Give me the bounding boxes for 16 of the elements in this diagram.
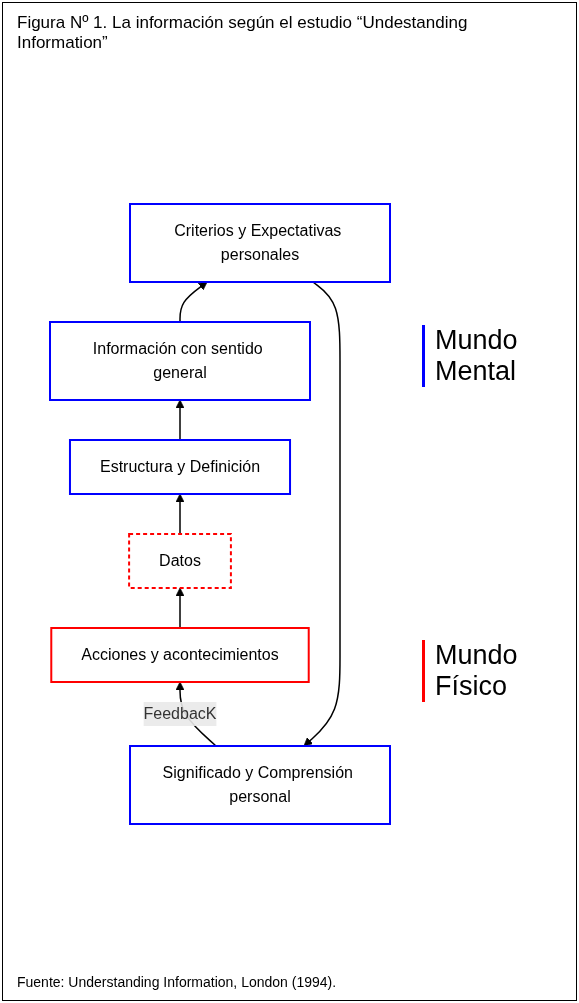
group-label: Mundo Físico bbox=[422, 640, 562, 703]
node-box: Criterios y Expectativas personales bbox=[128, 202, 391, 283]
arrow bbox=[175, 587, 184, 629]
arrow bbox=[303, 280, 341, 746]
node-box: Estructura y Definición bbox=[68, 438, 291, 495]
arrow bbox=[175, 399, 184, 441]
arrow bbox=[175, 493, 184, 535]
figure-title: Figura Nº 1. La información según el estudio “Undestanding Information” bbox=[17, 13, 469, 53]
group-label: Mundo Mental bbox=[422, 324, 562, 387]
node-box: Información con sentido general bbox=[48, 320, 311, 401]
node-box: Acciones y acontecimientos bbox=[49, 626, 310, 683]
node-box: Datos bbox=[127, 532, 232, 589]
node-box: Significado y Comprensión personal bbox=[128, 744, 391, 825]
edge-label: FeedbacK bbox=[143, 704, 216, 722]
source-note: Fuente: Understanding Information, London (1994). bbox=[17, 974, 338, 990]
arrow bbox=[178, 281, 207, 323]
